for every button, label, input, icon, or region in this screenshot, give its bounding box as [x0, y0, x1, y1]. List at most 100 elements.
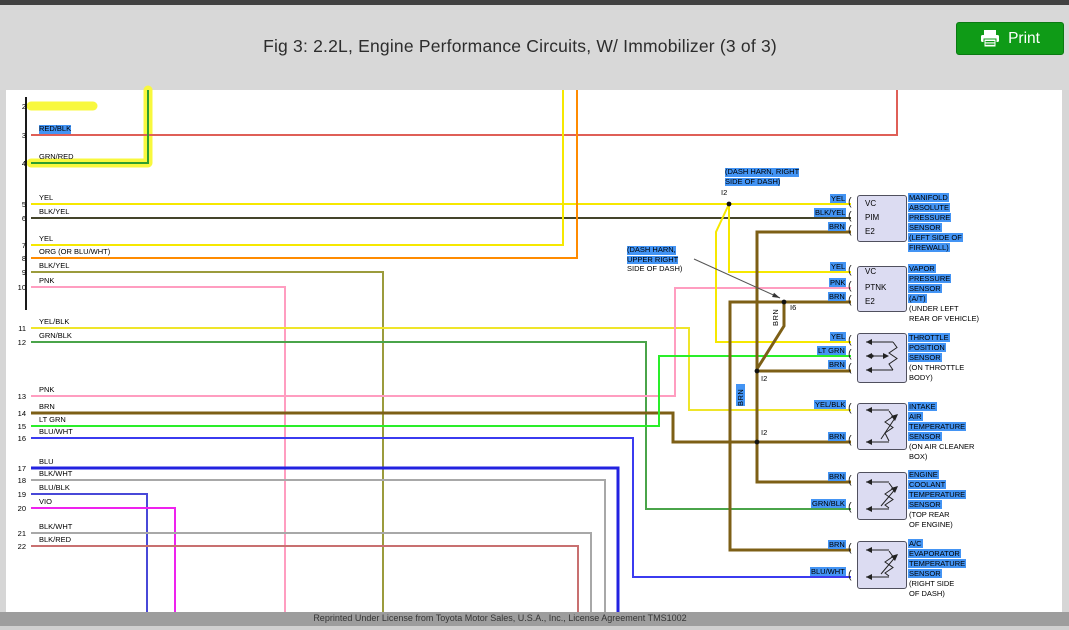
note-dash-harn-upper-right-line2[interactable]: UPPER RIGHT [627, 254, 679, 264]
pin-bracket-throttle-3: ( [848, 362, 852, 374]
sensor-desc-coolant-line5[interactable]: (TOP REAR [909, 510, 950, 519]
sensor-desc-map-line6[interactable]: FIREWALL) [908, 243, 950, 252]
pin-bracket-map-3: ( [848, 224, 852, 236]
sensor-desc-throttle-line3[interactable]: SENSOR [908, 353, 942, 362]
wire-color-label-row4[interactable]: GRN/RED [39, 152, 74, 161]
circuit-number-7: 7 [21, 241, 26, 250]
junction-label-i2: I2 [761, 428, 768, 437]
wire-color-label-row18[interactable]: BLK/WHT [39, 469, 73, 478]
sensor-desc-vapor-line5[interactable]: (UNDER LEFT [909, 304, 959, 313]
wire-label-throttle-2[interactable]: LT GRN [817, 346, 846, 355]
wire-label-throttle-1[interactable]: YEL [830, 332, 847, 341]
wire-label-coolant-2[interactable]: GRN/BLK [811, 499, 846, 508]
sensor-desc-coolant-line6[interactable]: OF ENGINE) [909, 520, 953, 529]
wire-color-label-row20[interactable]: VIO [39, 497, 52, 506]
wire-label-map-3[interactable]: BRN [828, 222, 846, 231]
wire-color-label-row21[interactable]: BLK/WHT [39, 522, 73, 531]
sensor-desc-evap-line1[interactable]: A/C [908, 539, 923, 548]
wire-label-vapor-3[interactable]: BRN [828, 292, 846, 301]
sensor-desc-intake-line5[interactable]: (ON AIR CLEANER [909, 442, 975, 451]
rotated-wire-label-brn-1[interactable]: BRN [771, 308, 780, 326]
sensor-desc-coolant-line2[interactable]: COOLANT [908, 480, 947, 489]
sensor-desc-throttle-line2[interactable]: POSITION [908, 343, 946, 352]
wire-color-label-row12[interactable]: GRN/BLK [39, 331, 72, 340]
wire-label-map-1[interactable]: YEL [830, 194, 847, 203]
wire-color-label-row19[interactable]: BLU/BLK [39, 483, 70, 492]
wire-color-label-row7[interactable]: YEL [39, 234, 54, 243]
sensor-desc-evap-line4[interactable]: SENSOR [908, 569, 942, 578]
pin-label-vapor-vc: VC [865, 267, 877, 276]
wire-color-label-row15[interactable]: LT GRN [39, 415, 66, 424]
sensor-desc-map-line1[interactable]: MANIFOLD [908, 193, 949, 202]
pin-bracket-vapor-2: ( [848, 280, 852, 292]
sensor-desc-vapor-line6[interactable]: REAR OF VEHICLE) [909, 314, 980, 323]
evap-thermistor-symbol [866, 547, 898, 580]
print-button[interactable]: Print [956, 22, 1064, 55]
sensor-desc-vapor-line1[interactable]: VAPOR [908, 264, 936, 273]
pin-label-map-pim: PIM [865, 213, 880, 222]
note-dash-harn-upper-right-line1[interactable]: (DASH HARN, [627, 245, 676, 255]
circuit-number-11: 11 [18, 324, 26, 333]
sensor-desc-coolant-line3[interactable]: TEMPERATURE [908, 490, 967, 499]
wire-color-label-row17[interactable]: BLU [39, 457, 54, 466]
sensor-desc-intake-line1[interactable]: INTAKE [908, 402, 937, 411]
wire-label-map-2[interactable]: BLK/YEL [814, 208, 847, 217]
wire-label-intake-2[interactable]: BRN [828, 432, 846, 441]
sensor-desc-map-line5[interactable]: (LEFT SIDE OF [908, 233, 963, 242]
wire-color-label-row6[interactable]: BLK/YEL [39, 207, 70, 216]
wire-color-label-row22[interactable]: BLK/RED [39, 535, 72, 544]
sensor-desc-vapor-line4[interactable]: (A/T) [908, 294, 927, 303]
sensor-desc-intake-line6[interactable]: BOX) [909, 452, 928, 461]
wire-label-throttle-3[interactable]: BRN [828, 360, 846, 369]
print-button-label: Print [1008, 29, 1040, 47]
sensor-desc-intake-line2[interactable]: AIR [908, 412, 923, 421]
wire-color-label-row14[interactable]: BRN [39, 402, 55, 411]
pin-bracket-vapor-1: ( [848, 264, 852, 276]
note-dash-harn-upper-right-line3[interactable]: SIDE OF DASH) [627, 264, 683, 273]
wire-color-label-row16[interactable]: BLU/WHT [39, 427, 73, 436]
connector-map [857, 195, 907, 242]
sensor-desc-map-line3[interactable]: PRESSURE [908, 213, 952, 222]
circuit-number-17: 17 [17, 464, 26, 473]
sensor-desc-evap-line2[interactable]: EVAPORATOR [908, 549, 961, 558]
sensor-desc-map-line2[interactable]: ABSOLUTE [908, 203, 951, 212]
sensor-desc-coolant-line4[interactable]: SENSOR [908, 500, 942, 509]
sensor-desc-vapor-line3[interactable]: SENSOR [908, 284, 942, 293]
rotated-wire-label-brn-2[interactable]: BRN [736, 384, 745, 406]
wire-label-evap-1[interactable]: BRN [828, 540, 846, 549]
wire-label-intake-1[interactable]: YEL/BLK [814, 400, 847, 409]
sensor-desc-evap-line3[interactable]: TEMPERATURE [908, 559, 967, 568]
sensor-desc-throttle-line4[interactable]: (ON THROTTLE [909, 363, 965, 372]
note-dash-harn-right-line1[interactable]: (DASH HARN, RIGHT [725, 167, 800, 177]
wire-label-evap-2[interactable]: BLU/WHT [810, 567, 846, 576]
sensor-desc-intake-line3[interactable]: TEMPERATURE [908, 422, 967, 431]
intake-thermistor-symbol [866, 407, 898, 445]
wire-color-label-row11[interactable]: YEL/BLK [39, 317, 70, 326]
circuit-number-15: 15 [17, 422, 26, 431]
wire-color-label-row9[interactable]: BLK/YEL [39, 261, 70, 270]
coolant-thermistor-symbol [866, 479, 898, 512]
pin-label-map-e2: E2 [865, 227, 875, 236]
pin-bracket-throttle-1: ( [848, 334, 852, 346]
wire-color-label-row8[interactable]: ORG (OR BLU/WHT) [39, 247, 111, 256]
wire-color-label-row3[interactable]: RED/BLK [39, 124, 72, 134]
circuit-number-4: 4 [21, 159, 26, 168]
sensor-desc-throttle-line1[interactable]: THROTTLE [908, 333, 950, 342]
circuit-number-19: 19 [17, 490, 26, 499]
sensor-desc-coolant-line1[interactable]: ENGINE [908, 470, 939, 479]
wire-color-label-row10[interactable]: PNK [39, 276, 55, 285]
sensor-desc-evap-line6[interactable]: OF DASH) [909, 589, 945, 598]
sensor-desc-throttle-line5[interactable]: BODY) [909, 373, 933, 382]
sensor-desc-vapor-line2[interactable]: PRESSURE [908, 274, 952, 283]
wire-label-coolant-1[interactable]: BRN [828, 472, 846, 481]
sensor-desc-evap-line5[interactable]: (RIGHT SIDE [909, 579, 955, 588]
sensor-desc-map-line4[interactable]: SENSOR [908, 223, 942, 232]
note-dash-harn-right-line2[interactable]: SIDE OF DASH) [725, 176, 781, 186]
wire-label-vapor-1[interactable]: YEL [830, 262, 847, 271]
wire-label-vapor-2[interactable]: PNK [829, 278, 847, 287]
sensor-desc-intake-line4[interactable]: SENSOR [908, 432, 942, 441]
license-bar: Reprinted Under License from Toyota Moto… [0, 612, 1069, 626]
printer-icon [981, 29, 1000, 47]
wire-color-label-row13[interactable]: PNK [39, 385, 55, 394]
wire-color-label-row5[interactable]: YEL [39, 193, 54, 202]
